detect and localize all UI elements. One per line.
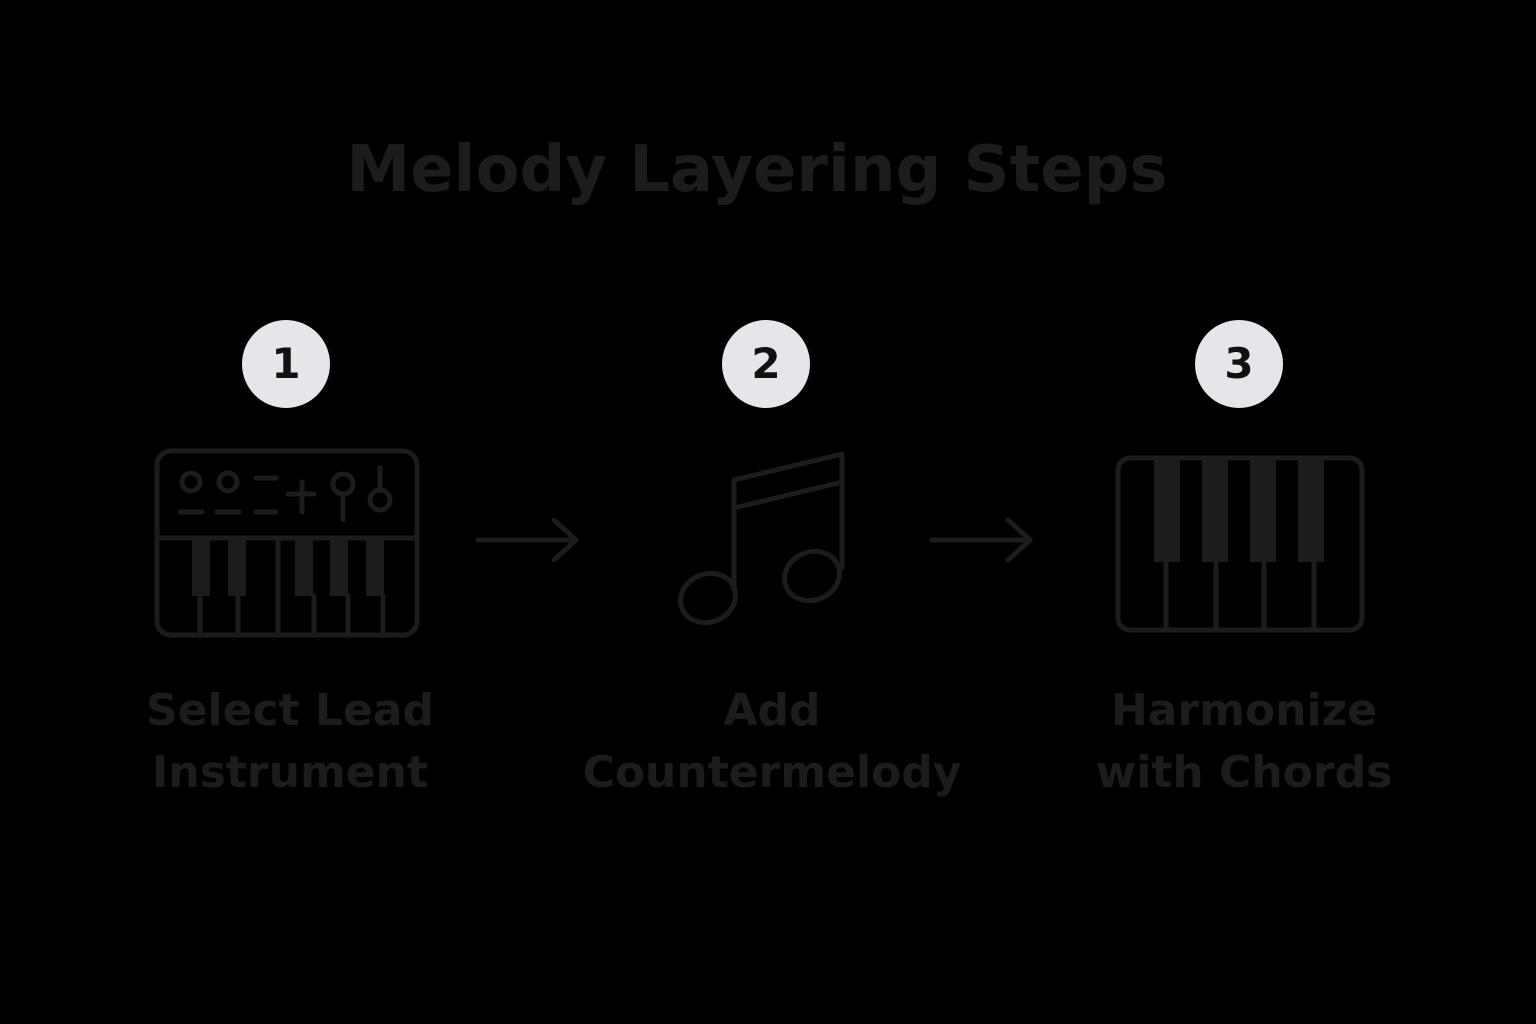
step-2-label-line-2: Countermelody <box>582 747 962 798</box>
music-note-icon <box>678 451 845 626</box>
synth-keyboard-icon <box>154 448 420 638</box>
step-2-label: Add Countermelody <box>562 680 982 804</box>
arrow-right-icon <box>475 517 579 563</box>
arrow-right-icon <box>929 517 1033 563</box>
step-2-label-line-1: Add <box>723 685 821 736</box>
piano-keys-icon <box>1115 455 1365 633</box>
diagram-title: Melody Layering Steps <box>346 133 1168 207</box>
step-3-label-line-2: with Chords <box>1095 747 1393 798</box>
step-1-number-badge: 1 <box>242 320 330 408</box>
step-1-label-line-1: Select Lead <box>146 685 434 736</box>
step-1-label: Select Lead Instrument <box>80 680 500 804</box>
step-3-label-line-1: Harmonize <box>1110 685 1378 736</box>
step-1-label-line-2: Instrument <box>152 747 428 798</box>
step-3-label: Harmonize with Chords <box>1034 680 1454 804</box>
step-2-number-badge: 2 <box>722 320 810 408</box>
step-3-number-badge: 3 <box>1195 320 1283 408</box>
